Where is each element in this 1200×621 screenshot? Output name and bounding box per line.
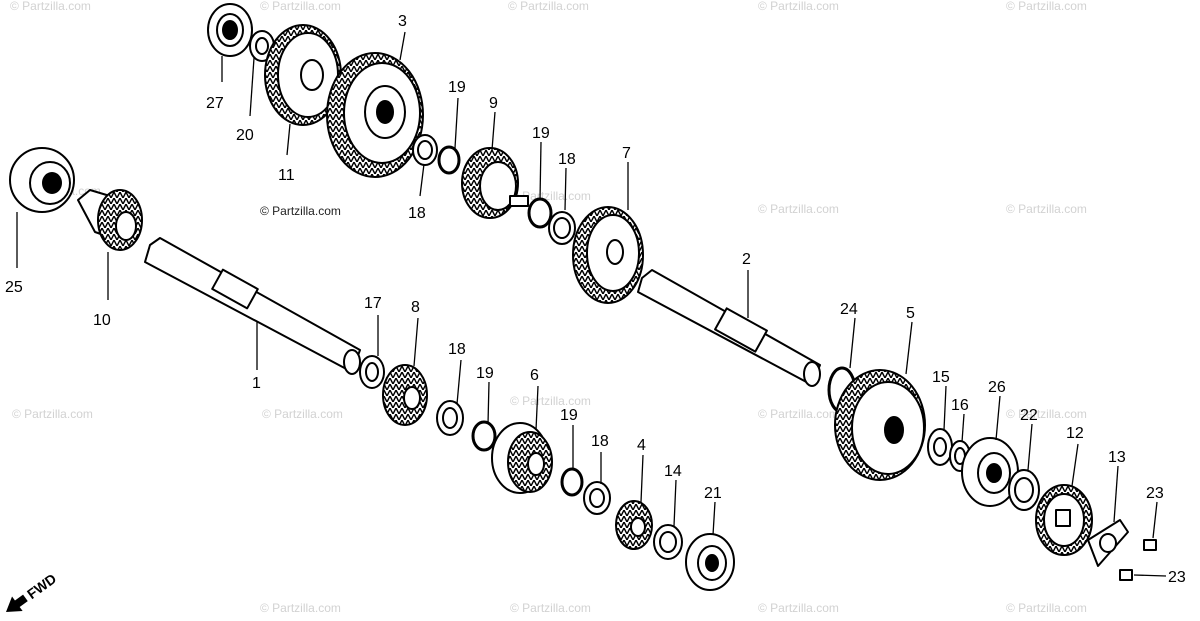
callout-7: 7 (622, 145, 631, 162)
callout-11: 11 (278, 167, 295, 184)
callout-16: 16 (951, 397, 969, 414)
callout-1: 1 (252, 375, 261, 392)
bearing-part-27 (207, 3, 253, 57)
circlip-part-19 (527, 197, 553, 229)
callout-23a: 23 (1146, 485, 1164, 502)
gear-part-5 (834, 369, 926, 481)
watermark-text: © Partzilla.com (510, 394, 591, 408)
washer-part-18 (412, 134, 438, 166)
washer-part-18 (583, 481, 611, 515)
callout-14: 14 (664, 463, 682, 480)
callout-17: 17 (364, 295, 382, 312)
watermark-text: © Partzilla.com (758, 202, 839, 216)
watermark-text: © Partzilla.com (260, 0, 341, 13)
callout-8: 8 (411, 299, 420, 316)
callout-18b: 18 (408, 205, 426, 222)
callout-3: 3 (398, 13, 407, 30)
watermark-text: © Partzilla.com (12, 407, 93, 421)
watermark-text: © Partzilla.com (10, 0, 91, 13)
callout-labels: 27 20 11 3 19 9 19 18 7 18 25 10 1 17 8 … (5, 13, 1186, 586)
gear-part-8 (382, 364, 428, 426)
callout-2: 2 (742, 251, 751, 268)
bearing-part-26 (961, 437, 1019, 507)
fwd-label: FWD (24, 570, 59, 602)
leader-lines (16, 31, 1167, 577)
callout-4: 4 (637, 437, 646, 454)
gear-part-10 (77, 189, 143, 251)
washer-part-14 (653, 524, 683, 560)
callout-26: 26 (988, 379, 1006, 396)
callout-5: 5 (906, 305, 915, 322)
fwd-indicator: FWD (6, 570, 59, 612)
circlip-part-19 (471, 420, 497, 452)
partzilla-credit: © Partzilla.com (260, 204, 341, 218)
watermark-text: © Partzilla.com (1006, 601, 1087, 615)
callout-6: 6 (530, 367, 539, 384)
countershaft-part-2 (637, 269, 821, 387)
gear-part-4 (615, 500, 653, 550)
callout-19a: 19 (448, 79, 466, 96)
callout-23b: 23 (1168, 569, 1186, 586)
watermark-text: © Partzilla.com (758, 407, 839, 421)
callout-27: 27 (206, 95, 224, 112)
callout-18a: 18 (558, 151, 576, 168)
arrow-left-icon (6, 594, 28, 612)
callout-22: 22 (1020, 407, 1038, 424)
mainshaft-part-1 (144, 237, 361, 375)
watermark-text: © Partzilla.com (508, 0, 589, 13)
callout-18c: 18 (448, 341, 466, 358)
watermark-text: © Partzilla.com (262, 407, 343, 421)
watermark-layer: © Partzilla.com © Partzilla.com © Partzi… (10, 0, 1087, 615)
callout-9: 9 (489, 95, 498, 112)
watermark-text: © Partzilla.com (758, 601, 839, 615)
callout-13: 13 (1108, 449, 1126, 466)
bearing-part-21 (685, 533, 735, 591)
callout-12: 12 (1066, 425, 1084, 442)
plate-part-13 (1087, 519, 1129, 567)
callout-24: 24 (840, 301, 858, 318)
bearing-part-25 (9, 147, 75, 213)
washer-part-18 (436, 400, 464, 436)
callout-20: 20 (236, 127, 254, 144)
circlip-part-19 (560, 467, 584, 497)
washer-part-15 (927, 428, 953, 466)
callout-18d: 18 (591, 433, 609, 450)
circlip-part-19 (437, 145, 461, 175)
gear-part-3 (326, 52, 424, 178)
sprocket-part-12 (1035, 484, 1093, 556)
watermark-text: © Partzilla.com (510, 189, 591, 203)
callout-21: 21 (704, 485, 722, 502)
watermark-text: © Partzilla.com (1006, 0, 1087, 13)
watermark-text: © Partzilla.com (758, 0, 839, 13)
bolt-part-23 (1119, 539, 1157, 581)
callout-19c: 19 (476, 365, 494, 382)
callout-15: 15 (932, 369, 950, 386)
washer-part-18 (548, 211, 576, 245)
callout-19b: 19 (532, 125, 550, 142)
gear-part-7 (572, 206, 644, 304)
callout-19d: 19 (560, 407, 578, 424)
watermark-text: © Partzilla.com (1006, 407, 1087, 421)
callout-25: 25 (5, 279, 23, 296)
oil-seal-part-22 (1008, 469, 1040, 511)
gear-part-6 (491, 422, 553, 494)
callout-10: 10 (93, 312, 111, 329)
watermark-text: © Partzilla.com (260, 601, 341, 615)
watermark-text: © Partzilla.com (510, 601, 591, 615)
washer-part-17 (359, 355, 385, 389)
watermark-text: © Partzilla.com (1006, 202, 1087, 216)
gear-part-9 (461, 147, 529, 219)
